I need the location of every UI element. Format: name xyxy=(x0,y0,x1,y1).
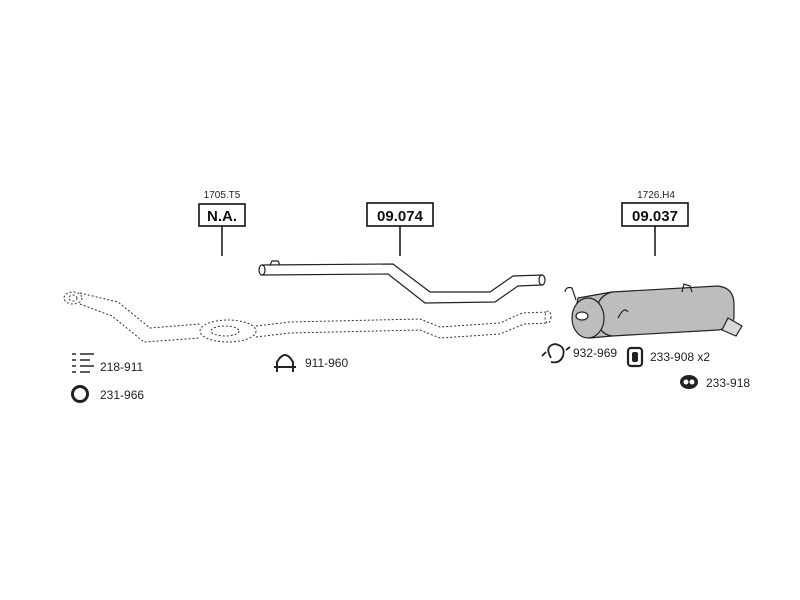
front-pipe-drawing[interactable] xyxy=(63,291,552,343)
ring-gasket-icon xyxy=(71,385,89,403)
section-intermediate-pipe: 09.074 xyxy=(258,202,546,304)
accessory-code: 231-966 xyxy=(100,388,144,402)
label-rear: 09.037 xyxy=(632,208,678,225)
accessory-code: 218-911 xyxy=(100,360,143,374)
accessory-233-918[interactable]: 233-918 xyxy=(680,375,750,390)
rubber-ring-icon xyxy=(680,375,698,389)
label-front: N.A. xyxy=(207,208,237,225)
accessory-code: 911-960 xyxy=(305,356,348,370)
part-number-front: 1705.T5 xyxy=(204,190,241,201)
accessory-code: 233-908 x2 xyxy=(650,350,710,364)
intermediate-pipe-drawing[interactable] xyxy=(258,260,546,304)
bolt-kit-icon xyxy=(72,353,94,373)
rubber-hanger-icon xyxy=(626,346,644,368)
section-rear-silencer: 1726.H4 09.037 xyxy=(564,190,743,339)
u-clamp-icon xyxy=(274,354,296,372)
accessory-218-911[interactable]: 218-911 xyxy=(72,353,143,374)
accessory-231-966[interactable]: 231-966 xyxy=(71,385,145,403)
accessory-233-908[interactable]: 233-908 x2 xyxy=(626,346,710,368)
part-number-rear: 1726.H4 xyxy=(637,190,675,201)
section-front-pipe: 1705.T5 N.A. xyxy=(63,190,552,343)
accessory-932-969[interactable]: 932-969 xyxy=(541,343,617,364)
label-intermediate: 09.074 xyxy=(377,208,424,225)
accessory-911-960[interactable]: 911-960 xyxy=(274,354,348,372)
accessory-code: 932-969 xyxy=(573,346,617,360)
rear-silencer-drawing[interactable] xyxy=(564,283,743,339)
accessory-code: 233-918 xyxy=(706,376,750,390)
spring-clamp-icon xyxy=(541,343,571,364)
